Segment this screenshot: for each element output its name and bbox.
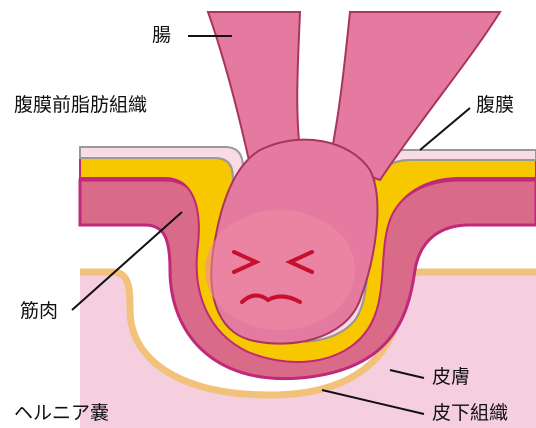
inflamed-area	[205, 210, 355, 330]
label-hernia-sac: ヘルニア嚢	[14, 404, 109, 423]
label-subcutaneous-tissue: 皮下組織	[432, 404, 508, 423]
label-intestine: 腸	[152, 26, 171, 45]
label-preperitoneal-fat: 腹膜前脂肪組織	[14, 96, 147, 115]
label-peritoneum: 腹膜	[476, 96, 514, 115]
label-skin: 皮膚	[432, 368, 470, 387]
label-muscle: 筋肉	[20, 302, 58, 321]
